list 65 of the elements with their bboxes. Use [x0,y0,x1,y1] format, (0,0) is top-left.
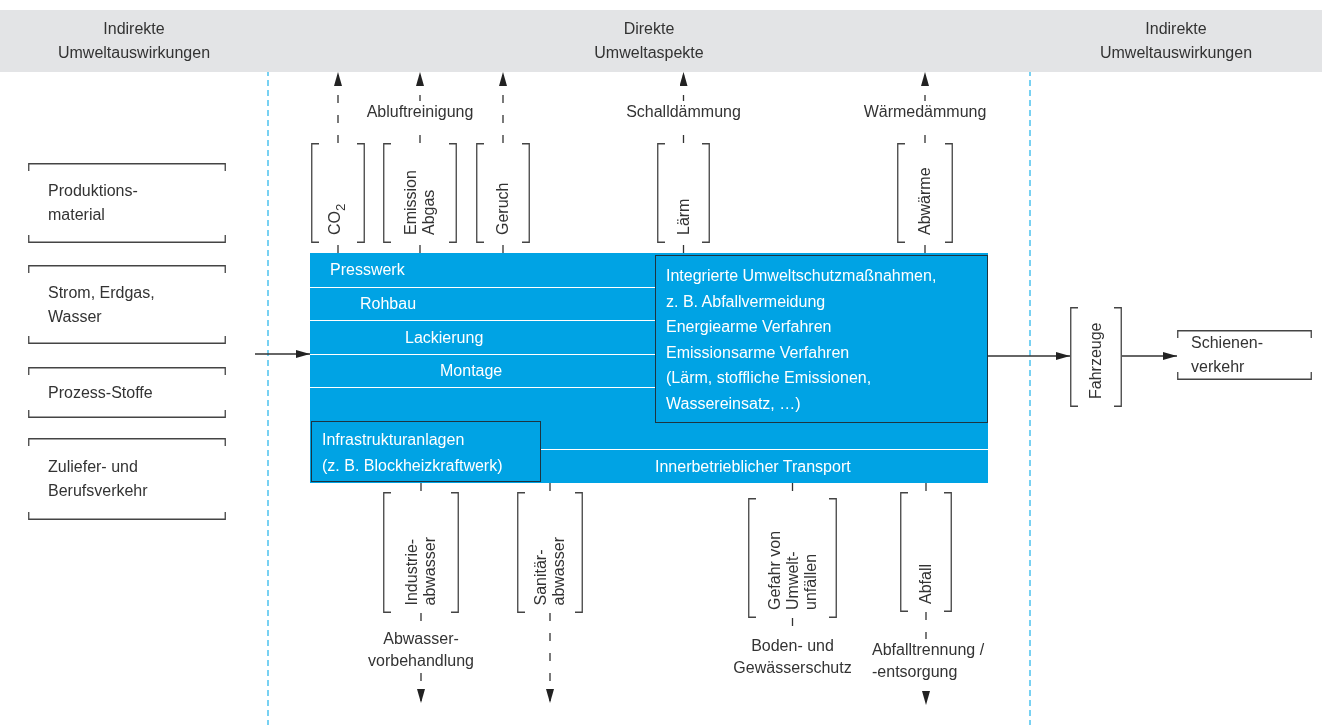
box-label: Gefahr von Umwelt- unfällen [765,529,820,610]
connector-line [549,482,551,493]
outlined-box [655,255,988,423]
connector-line [419,242,421,254]
connector-line [924,242,926,254]
bracket-box [383,492,459,613]
box-label: Fahrzeuge [1087,321,1105,399]
bracket-box [1177,330,1312,380]
box-label: Emissionsarme Verfahren [666,342,850,363]
edge-label: Schalldämmung [624,101,743,123]
header-label: Indirekte Umweltauswirkungen [56,19,212,63]
header-label: Direkte Umweltaspekte [593,19,705,63]
box-label: Integrierte Umweltschutzmaßnahmen, z. B. Abfallvermeidung [666,266,938,312]
box-label: Sanitär- abwasser [532,535,568,605]
box-label: Schienen- verkehr [1191,333,1265,377]
connector-line [420,482,422,493]
header-label: Indirekte Umweltauswirkungen [1098,19,1254,63]
process-block [310,253,988,483]
box-label: Infrastrukturanlagen [322,430,465,450]
bracket-box [311,143,365,243]
arrow [546,612,554,704]
band-label: Lackierung [405,327,484,348]
box-label: (z. B. Blockheizkraftwerk) [322,455,503,476]
arrow [334,71,342,144]
band-label: Rohbau [360,294,417,314]
arrow [254,350,311,358]
bracket-box [900,492,952,612]
edge-label: Abluftreinigung [364,101,476,123]
arrow [987,352,1071,360]
band-label: Montage [440,361,503,381]
bracket-box [28,438,226,520]
arrow [1121,352,1178,360]
edge-label: Wärmedämmung [861,101,989,123]
outlined-box [311,421,541,482]
header-band [0,10,268,72]
box-label: (Lärm, stoffliche Emissionen, Wassereinsatz, …) [666,368,873,414]
bracket-box [28,367,226,418]
bracket-box [1070,307,1122,407]
connector-line [682,242,685,254]
box-label: Strom, Erdgas, Wasser [48,282,156,327]
band-label: Innerbetrieblicher Transport [655,456,851,477]
bracket-box [383,143,457,243]
box-label: Energiearme Verfahren [666,317,832,337]
box-label: Prozess-Stoffe [48,382,153,403]
bracket-box [28,265,226,344]
bracket-box [748,498,837,618]
bracket-box [897,143,953,243]
box-label: Industrie- abwasser [403,535,439,605]
connector-line [337,242,339,254]
bracket-box [476,143,530,243]
box-label: Produktions- material [48,181,139,225]
box-label: Lärm [674,197,693,235]
box-label: Zuliefer- und Berufsverkehr [48,457,149,501]
bracket-box [28,163,226,243]
bracket-box [657,143,710,243]
connector-line [925,482,927,493]
connector-line [502,242,504,254]
arrow [499,71,507,144]
band-label: Presswerk [330,260,405,280]
header-band [1030,10,1322,72]
box-label: Abfall [917,562,935,604]
box-label: Emission Abgas [402,169,438,235]
bracket-box [517,492,583,613]
box-label: Geruch [494,181,512,235]
box-label: Abwärme [916,166,934,235]
